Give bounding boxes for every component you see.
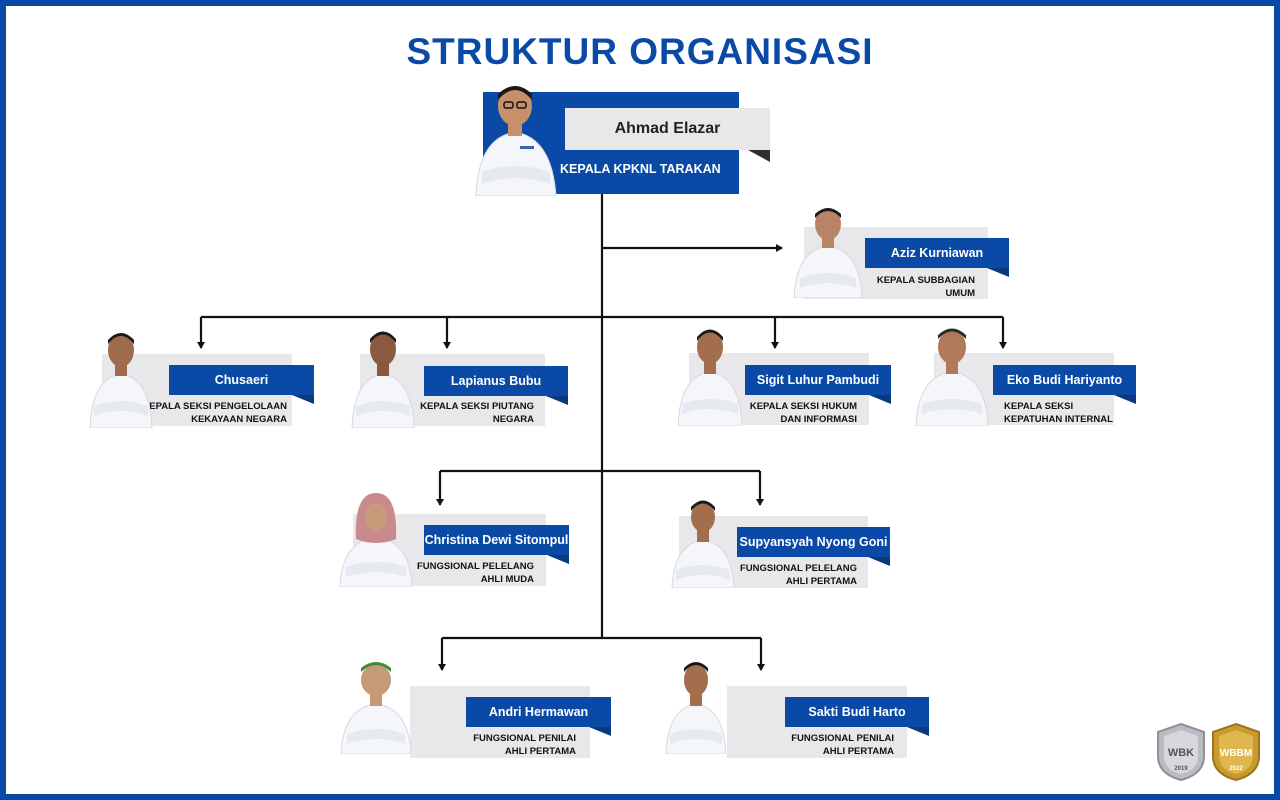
head-photo bbox=[475, 86, 557, 196]
head-name-fold bbox=[748, 150, 770, 162]
staff-role: KEPALA SEKSI PENGELOLAAN KEKAYAAN NEGARA bbox=[142, 401, 287, 425]
wbk-badge-year: 2019 bbox=[1174, 766, 1188, 772]
staff-photo bbox=[915, 328, 989, 426]
wbk-badge: WBK 2019 bbox=[1157, 722, 1205, 782]
staff-name: Eko Budi Hariyanto bbox=[993, 365, 1136, 395]
nameplate-fold bbox=[1114, 395, 1136, 404]
nameplate-fold bbox=[547, 555, 569, 564]
staff-role: FUNGSIONAL PENILAI AHLI PERTAMA bbox=[791, 733, 894, 757]
staff-role: FUNGSIONAL PENILAI AHLI PERTAMA bbox=[473, 733, 576, 757]
staff-role: FUNGSIONAL PELELANG AHLI PERTAMA bbox=[740, 563, 857, 587]
staff-role: FUNGSIONAL PELELANG AHLI MUDA bbox=[417, 561, 534, 585]
staff-name: Christina Dewi Sitompul bbox=[424, 525, 569, 555]
wbk-badge-label: WBK bbox=[1168, 747, 1194, 759]
staff-name: Supyansyah Nyong Goni bbox=[737, 527, 890, 557]
staff-photo bbox=[340, 662, 412, 754]
nameplate-fold bbox=[987, 268, 1009, 277]
nameplate-fold bbox=[589, 727, 611, 736]
staff-photo bbox=[677, 329, 743, 426]
staff-photo bbox=[351, 331, 415, 428]
nameplate-fold bbox=[292, 395, 314, 404]
staff-photo bbox=[665, 662, 727, 754]
staff-name: Aziz Kurniawan bbox=[865, 238, 1009, 268]
nameplate-fold bbox=[546, 396, 568, 405]
staff-role: KEPALA SEKSI PIUTANG NEGARA bbox=[420, 401, 534, 425]
wbbm-badge-label: WBBM bbox=[1220, 748, 1252, 759]
staff-name: Sigit Luhur Pambudi bbox=[745, 365, 891, 395]
staff-name: Sakti Budi Harto bbox=[785, 697, 929, 727]
staff-name: Andri Hermawan bbox=[466, 697, 611, 727]
staff-role: KEPALA SUBBAGIAN UMUM bbox=[876, 275, 975, 299]
nameplate-fold bbox=[869, 395, 891, 404]
staff-name: Chusaeri bbox=[169, 365, 314, 395]
staff-photo bbox=[671, 500, 735, 588]
wbbm-badge-year: 2022 bbox=[1229, 766, 1243, 772]
staff-photo bbox=[89, 333, 153, 428]
staff-photo bbox=[793, 208, 863, 298]
head-role: KEPALA KPKNL TARAKAN bbox=[560, 162, 721, 176]
page-title: STRUKTUR ORGANISASI bbox=[406, 31, 874, 72]
nameplate-fold bbox=[868, 557, 890, 566]
nameplate-fold bbox=[907, 727, 929, 736]
staff-photo bbox=[339, 493, 413, 587]
wbbm-badge: WBBM 2022 bbox=[1212, 722, 1260, 782]
staff-role: KEPALA SEKSI KEPATUHAN INTERNAL bbox=[1004, 401, 1113, 425]
head-name: Ahmad Elazar bbox=[565, 108, 770, 150]
staff-name: Lapianus Bubu bbox=[424, 366, 568, 396]
staff-role: KEPALA SEKSI HUKUM DAN INFORMASI bbox=[749, 401, 857, 425]
